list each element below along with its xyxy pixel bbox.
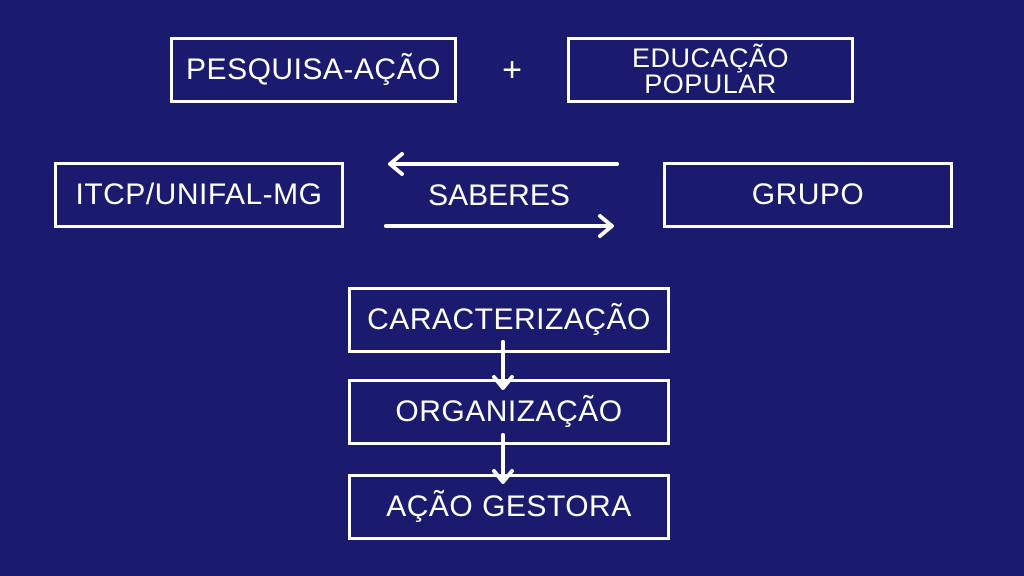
pesquisa-acao-label: PESQUISA-AÇÃO <box>186 53 441 86</box>
right-arrow <box>384 214 614 238</box>
saberes-label: SABERES <box>428 179 570 212</box>
itcp-unifal-box: ITCP/UNIFAL-MG <box>54 162 344 228</box>
educacao-label: EDUCAÇÃO <box>631 43 790 73</box>
plus-sign: + <box>492 50 532 90</box>
caracterizacao-label: CARACTERIZAÇÃO <box>367 303 651 336</box>
acao-gestora-label: AÇÃO GESTORA <box>386 490 632 523</box>
grupo-label: GRUPO <box>751 178 865 211</box>
caracterizacao-box: CARACTERIZAÇÃO <box>348 287 670 353</box>
down-arrow-1 <box>492 340 514 390</box>
left-arrow <box>388 152 619 176</box>
educacao-popular-box: EDUCAÇÃO POPULAR <box>567 37 854 103</box>
itcp-unifal-label: ITCP/UNIFAL-MG <box>75 178 323 211</box>
saberes-label-container: SABERES <box>385 176 613 216</box>
pesquisa-acao-box: PESQUISA-AÇÃO <box>170 37 457 103</box>
organizacao-label: ORGANIZAÇÃO <box>395 395 623 428</box>
popular-label: POPULAR <box>644 69 777 99</box>
down-arrow-2 <box>492 433 514 484</box>
plus-label: + <box>502 50 522 89</box>
grupo-box: GRUPO <box>663 162 953 228</box>
